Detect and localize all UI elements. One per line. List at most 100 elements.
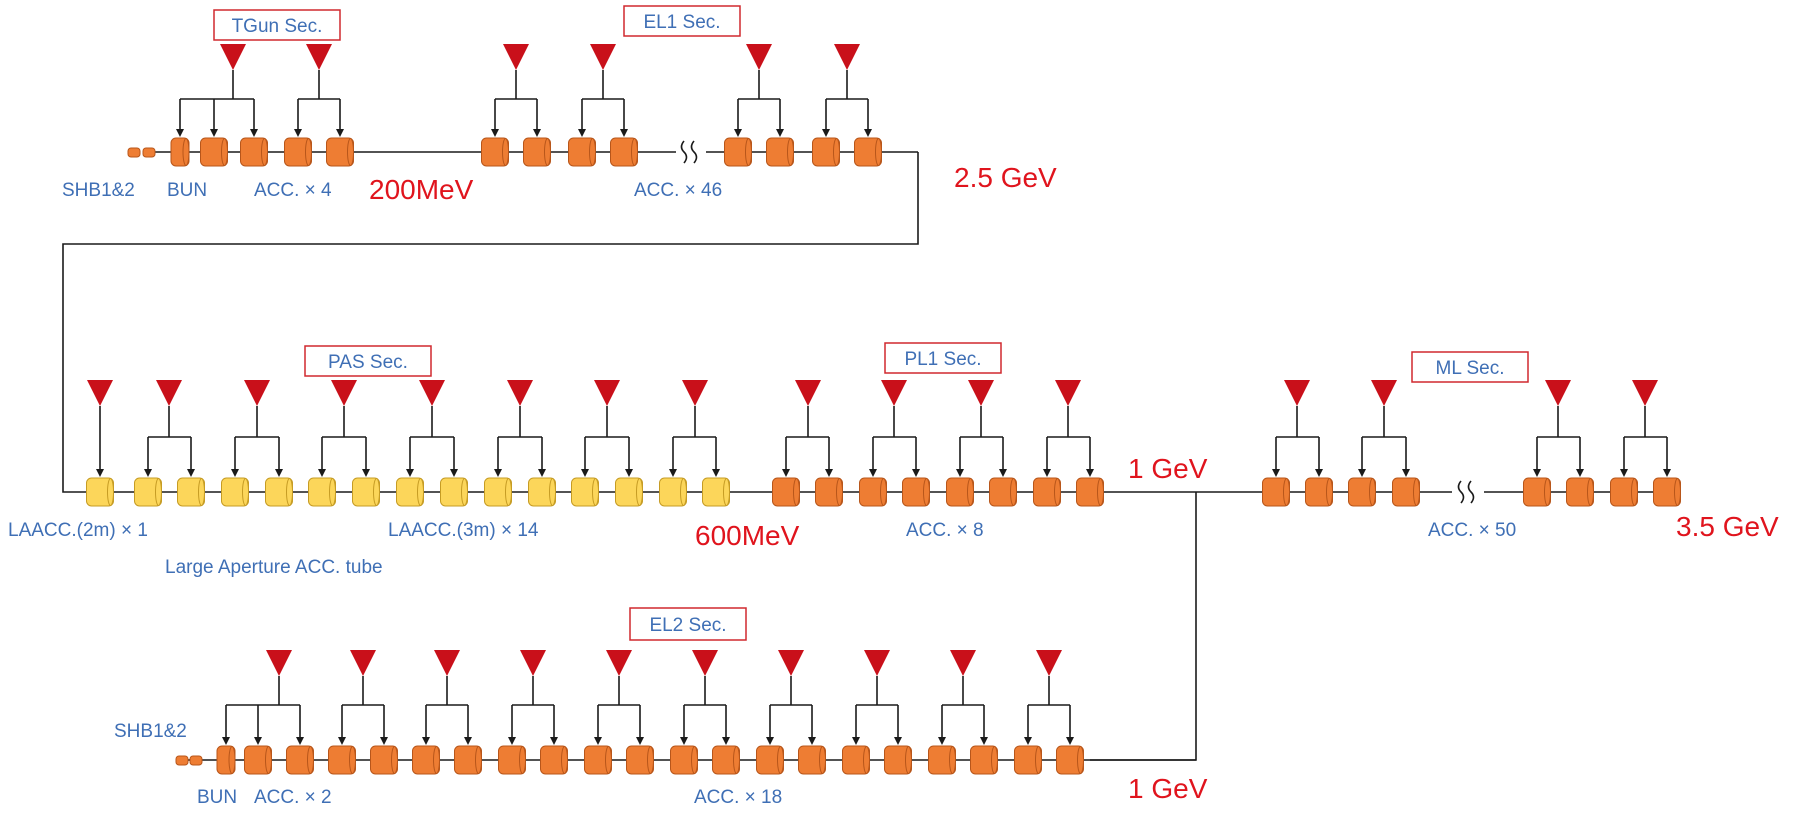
accelerator-tube <box>854 137 882 167</box>
large-aperture-tube <box>396 477 424 507</box>
klystron-icon <box>494 380 546 477</box>
acc4-label: ACC. × 4 <box>254 180 332 201</box>
klystron-icon <box>852 650 902 745</box>
large-aperture-tube <box>702 477 730 507</box>
accelerator-tube <box>286 745 314 775</box>
top-klystrons <box>176 44 872 137</box>
shb-cavity <box>142 147 156 158</box>
large-aperture-tube <box>484 477 512 507</box>
energy-1gev-middle: 1 GeV <box>1128 453 1208 484</box>
accelerator-tube <box>946 477 974 507</box>
accelerator-tube <box>481 137 509 167</box>
accelerator-tube <box>1014 745 1042 775</box>
klystron-icon <box>318 380 370 477</box>
laacc2-label: LAACC.(2m) × 1 <box>8 520 148 541</box>
accelerator-tube <box>328 745 356 775</box>
accelerator-tube <box>540 745 568 775</box>
acc18-label: ACC. × 18 <box>694 787 782 808</box>
section-label-el1: EL1 Sec. <box>643 12 720 33</box>
energy-1gev-bottom: 1 GeV <box>1128 773 1208 804</box>
klystron-icon <box>406 380 458 477</box>
klystron-icon <box>144 380 195 477</box>
energy-600mev: 600MeV <box>695 520 800 551</box>
acc8-label: ACC. × 8 <box>906 520 984 541</box>
accelerator-tube <box>772 477 800 507</box>
large-aperture-tube <box>615 477 643 507</box>
accelerator-tube <box>724 137 752 167</box>
klystron-icon <box>669 380 720 477</box>
section-box-el1: EL1 Sec. <box>623 5 741 37</box>
accelerator-tube <box>670 745 698 775</box>
klystron-icon <box>1358 380 1410 477</box>
accelerator-tube <box>859 477 887 507</box>
klystron-icon <box>1024 650 1074 745</box>
middle-row: PAS Sec. PL1 Sec. ML Sec. LAACC.(2m) × 1… <box>8 342 1779 578</box>
shb-label-top: SHB1&2 <box>62 180 135 201</box>
klystron-icon <box>680 650 730 745</box>
klystron-icon <box>782 380 833 477</box>
section-label-el2: EL2 Sec. <box>649 615 726 636</box>
section-box-pl1: PL1 Sec. <box>884 342 1002 374</box>
accelerator-tube <box>1653 477 1681 507</box>
accelerator-tube <box>928 745 956 775</box>
bottom-row: EL2 Sec. SHB1&2 BUN ACC. × 2 ACC. × 18 1… <box>114 607 1208 808</box>
klystron-icon <box>87 380 113 477</box>
bottom-accelerators <box>175 745 1084 775</box>
accelerator-tube <box>1392 477 1420 507</box>
large-aperture-tube <box>177 477 205 507</box>
shb-label-bottom: SHB1&2 <box>114 721 187 742</box>
large-aperture-tube <box>571 477 599 507</box>
accelerator-tube <box>1523 477 1551 507</box>
klystron-icon <box>231 380 283 477</box>
section-box-pas: PAS Sec. <box>304 345 432 377</box>
buncher-tube <box>170 137 190 167</box>
klystron-icon <box>581 380 633 477</box>
klystron-icon <box>594 650 644 745</box>
accelerator-tube <box>989 477 1017 507</box>
klystron-icon <box>491 44 541 137</box>
accelerator-tube <box>1566 477 1594 507</box>
klystron-icon <box>1043 380 1094 477</box>
accelerator-tube <box>798 745 826 775</box>
large-aperture-tube <box>440 477 468 507</box>
accelerator-tube <box>756 745 784 775</box>
large-aperture-tube <box>265 477 293 507</box>
accelerator-tube <box>1262 477 1290 507</box>
klystron-icon <box>1620 380 1671 477</box>
klystron-icon <box>222 650 304 745</box>
middle-accelerators <box>86 477 1681 507</box>
shb-cavity <box>175 755 189 766</box>
section-box-el2: EL2 Sec. <box>629 607 747 641</box>
acc50-label: ACC. × 50 <box>1428 520 1516 541</box>
large-aperture-tube <box>352 477 380 507</box>
section-label-tgun: TGun Sec. <box>232 16 323 37</box>
accelerator-tube <box>842 745 870 775</box>
klystron-icon <box>938 650 988 745</box>
accelerator-tube <box>284 137 312 167</box>
bun-label-top: BUN <box>167 180 207 201</box>
middle-klystrons <box>87 380 1671 477</box>
accelerator-tube <box>412 745 440 775</box>
accelerator-tube <box>1610 477 1638 507</box>
klystron-icon <box>869 380 920 477</box>
energy-3-5gev: 3.5 GeV <box>1676 511 1779 542</box>
accelerator-tube <box>1076 477 1104 507</box>
section-box-tgun: TGun Sec. <box>213 9 341 41</box>
klystron-icon <box>956 380 1007 477</box>
accelerator-tube <box>584 745 612 775</box>
accelerator-tube <box>244 745 272 775</box>
klystron-icon <box>176 44 258 137</box>
buncher-tube <box>216 745 236 775</box>
accelerator-tube <box>766 137 794 167</box>
accelerator-tube <box>200 137 228 167</box>
transport-line-top-to-middle <box>62 152 919 493</box>
accelerator-tube <box>240 137 268 167</box>
large-aperture-tube <box>308 477 336 507</box>
accelerator-tube <box>1305 477 1333 507</box>
laacc3-label: LAACC.(3m) × 14 <box>388 520 539 541</box>
acc2-label: ACC. × 2 <box>254 787 332 808</box>
accelerator-tube <box>884 745 912 775</box>
accelerator-tube <box>712 745 740 775</box>
